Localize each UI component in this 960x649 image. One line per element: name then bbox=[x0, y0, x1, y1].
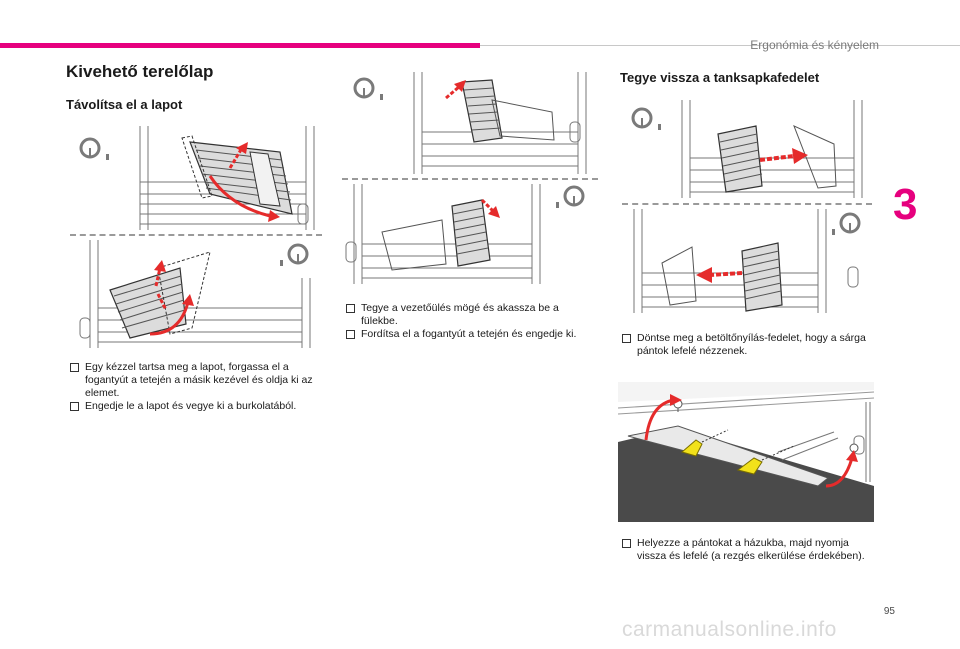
steering-wheel-icon bbox=[556, 185, 585, 208]
arrow-icon bbox=[644, 394, 858, 488]
steering-wheel-icon bbox=[631, 107, 661, 130]
remove-steps: Egy kézzel tartsa meg a lapot, forgassa … bbox=[70, 361, 332, 413]
arrow-icon bbox=[208, 142, 280, 222]
list-item: Tegye a vezetőülés mögé és akassza be a … bbox=[346, 302, 596, 328]
illustration-refit-2 bbox=[622, 207, 872, 315]
section-title: Kivehető terelőlap bbox=[66, 62, 214, 81]
checkbox-square-icon bbox=[622, 334, 631, 343]
arrow-icon bbox=[759, 148, 808, 164]
divider bbox=[622, 203, 872, 205]
illustration-refit-3 bbox=[618, 382, 874, 522]
list-item: Döntse meg a betöltőnyílás-fedelet, hogy… bbox=[622, 332, 872, 358]
illustration-remove-2 bbox=[70, 238, 322, 350]
steering-wheel-icon bbox=[353, 77, 383, 100]
illustration-install-1 bbox=[342, 70, 598, 176]
page-number: 95 bbox=[883, 606, 895, 617]
arrow-icon bbox=[149, 260, 194, 336]
install-steps: Tegye a vezetőülés mögé és akassza be a … bbox=[346, 302, 596, 341]
arrow-icon bbox=[445, 80, 466, 100]
strap-icon bbox=[680, 439, 763, 475]
list-item: Helyezze a pántokat a házukba, majd nyom… bbox=[622, 537, 872, 563]
steering-wheel-icon bbox=[832, 212, 861, 235]
list-item: Egy kézzel tartsa meg a lapot, forgassa … bbox=[70, 361, 332, 400]
header-rule bbox=[480, 45, 960, 46]
steering-wheel-icon bbox=[79, 137, 109, 160]
illustration-refit-1 bbox=[622, 98, 872, 200]
accent-bar bbox=[0, 43, 480, 48]
list-item: Engedje le a lapot és vegye ki a burkola… bbox=[70, 400, 332, 413]
refit-title: Tegye vissza a tanksapkafedelet bbox=[620, 70, 820, 85]
chapter-number: 3 bbox=[893, 180, 918, 229]
arrow-icon bbox=[696, 267, 743, 283]
refit-steps-a: Döntse meg a betöltőnyílás-fedelet, hogy… bbox=[622, 332, 872, 358]
watermark: carmanualsonline.info bbox=[622, 618, 837, 641]
checkbox-square-icon bbox=[70, 402, 79, 411]
remove-subtitle: Távolítsa el a lapot bbox=[66, 97, 183, 112]
divider bbox=[70, 234, 322, 236]
arrow-icon bbox=[480, 198, 500, 218]
checkbox-square-icon bbox=[622, 539, 631, 548]
list-item: Fordítsa el a fogantyút a tetején és eng… bbox=[346, 328, 596, 341]
illustration-install-2 bbox=[342, 182, 598, 286]
illustration-remove-1 bbox=[70, 124, 322, 232]
divider bbox=[342, 178, 598, 180]
checkbox-square-icon bbox=[346, 330, 355, 339]
checkbox-square-icon bbox=[346, 304, 355, 313]
steering-wheel-icon bbox=[280, 243, 309, 266]
refit-steps-b: Helyezze a pántokat a házukba, majd nyom… bbox=[622, 537, 872, 563]
checkbox-square-icon bbox=[70, 363, 79, 372]
chapter-title: Ergonómia és kényelem bbox=[750, 38, 879, 52]
